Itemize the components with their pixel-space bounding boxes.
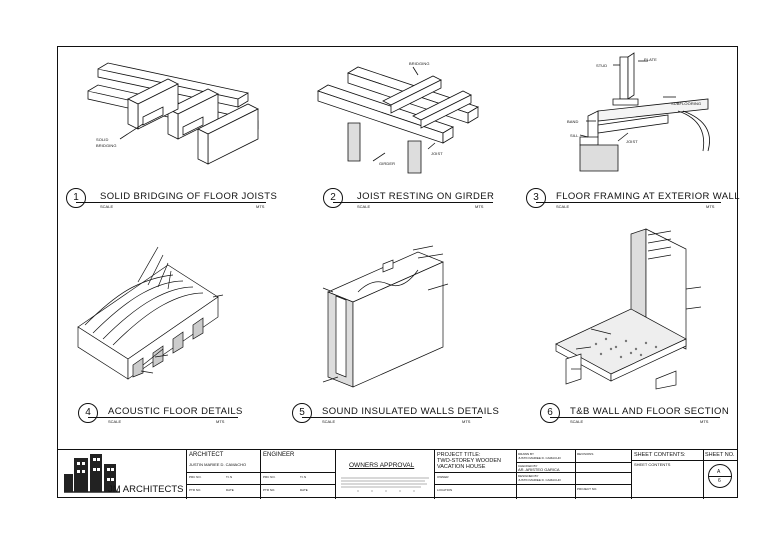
sheet-no-circle: A 6: [708, 464, 732, 488]
architect-label: ARCHITECT: [189, 452, 224, 458]
revisions-label: REVISIONS: [577, 452, 594, 456]
detail-3-number: 3: [526, 188, 546, 208]
detail-3-name: FLOOR FRAMING AT EXTERIOR WALL: [556, 191, 740, 202]
sheet-number: 6: [718, 478, 721, 484]
detail-2-callout-bridging: BRIDGING: [409, 61, 430, 66]
architect-tin-label: T.I.N: [226, 475, 233, 479]
project-title-line-1: TWO-STOREY WOODEN: [437, 458, 501, 464]
owners-approval-fineprint: [341, 476, 429, 494]
detail-2-drawing: BRIDGING JOIST GIRDER: [313, 61, 488, 181]
detail-3-callout-plate: PLATE: [644, 57, 657, 62]
detail-6-scale: SCALE: [570, 419, 584, 424]
owners-approval-heading: OWNERS APPROVAL: [349, 462, 415, 469]
checked-by-label: CHECKED BY: [518, 464, 538, 468]
detail-1-number: 1: [66, 188, 86, 208]
detail-1-callout-solid: SOLID: [96, 137, 109, 142]
detail-3-callout-band: BAND: [567, 119, 579, 124]
sheet-contents-value: SHEET CONTENTS: [634, 462, 671, 467]
sheet-no-label: SHEET NO.: [705, 452, 735, 458]
engineer-tin-label: T.I.N: [300, 475, 307, 479]
sheet-letter: A: [717, 469, 721, 475]
detail-6-number: 6: [540, 403, 560, 423]
detail-3-callout-subflooring: SUBFLOORING: [671, 101, 702, 106]
detail-2-units: MTS: [475, 204, 484, 209]
detail-2-name: JOIST RESTING ON GIRDER: [357, 191, 495, 202]
engineer-ptr-label: PTR NO.: [263, 488, 276, 492]
detail-5-drawing: [298, 242, 463, 392]
drawn-by-label: DRAWN BY: [518, 452, 535, 456]
detail-1-drawing: SOLID BRIDGING: [87, 59, 278, 179]
detail-2-number: 2: [323, 188, 343, 208]
detail-6-name: T&B WALL AND FLOOR SECTION: [570, 406, 730, 417]
location-label: LOCATION: [437, 488, 453, 492]
detail-1-scale: SCALE: [100, 204, 114, 209]
drawn-by-name: JUSTIN MARIEE D. CAMACHO: [518, 456, 561, 460]
detail-3-callout-stud: STUD: [596, 63, 608, 68]
detail-2-callout-girder: GIRDER: [379, 161, 396, 166]
detail-1-units: MTS: [256, 204, 265, 209]
detail-6-drawing: [536, 228, 726, 390]
project-title-line-2: VACATION HOUSE: [437, 464, 486, 470]
detail-3-callout-joist: JOIST: [626, 139, 638, 144]
detail-3-scale: SCALE: [556, 204, 570, 209]
detail-1-name: SOLID BRIDGING OF FLOOR JOISTS: [100, 191, 278, 202]
detail-5-number: 5: [292, 403, 312, 423]
architect-name: JUSTIN MARIEE D. CAMACHO: [189, 462, 247, 467]
sheet-contents-label: SHEET CONTENTS:: [634, 452, 686, 458]
engineer-prc-label: PRC NO.: [263, 475, 276, 479]
firm-logo: [62, 454, 122, 496]
detail-1-callout-bridging: BRIDGING: [96, 143, 117, 148]
detail-5-title: 5 SOUND INSULATED WALLS DETAILS SCALE MT…: [292, 402, 499, 424]
detail-3-units: MTS: [706, 204, 715, 209]
detail-2-scale: SCALE: [357, 204, 371, 209]
detail-5-scale: SCALE: [322, 419, 336, 424]
checked-by-name: AR. ARISTEO GARICA: [518, 467, 560, 472]
firm-name: JM ARCHITECTS: [108, 484, 184, 495]
architect-prc-label: PRC NO.: [189, 475, 202, 479]
detail-4-drawing: [73, 237, 243, 387]
detail-3-callout-sill: SILL: [570, 133, 579, 138]
project-no-label: PROJECT NO.: [577, 487, 598, 491]
drawing-sheet: SOLID BRIDGING BRIDGING JOIST G: [57, 46, 740, 499]
designed-by-name: JUSTIN MARIEE D. CAMACHO: [518, 478, 561, 482]
detail-4-name: ACOUSTIC FLOOR DETAILS: [108, 406, 243, 417]
detail-6-units: MTS: [700, 419, 709, 424]
detail-5-units: MTS: [462, 419, 471, 424]
detail-2-title: 2 JOIST RESTING ON GIRDER SCALE MTS: [323, 187, 495, 209]
designed-by-label: DESIGNED BY: [518, 474, 539, 478]
detail-2-callout-joist: JOIST: [431, 151, 443, 156]
detail-3-drawing: STUD PLATE SUBFLOORING BAND SILL JOIST: [558, 51, 718, 176]
detail-1-title: 1 SOLID BRIDGING OF FLOOR JOISTS SCALE M…: [66, 187, 277, 209]
owner-label: OWNER: [437, 475, 449, 479]
detail-4-units: MTS: [216, 419, 225, 424]
architect-ptr-label: PTR NO.: [189, 488, 202, 492]
detail-4-scale: SCALE: [108, 419, 122, 424]
engineer-date-label: DATE: [300, 488, 308, 492]
detail-3-title: 3 FLOOR FRAMING AT EXTERIOR WALL SCALE M…: [526, 187, 740, 209]
project-title-label: PROJECT TITLE:: [437, 452, 481, 458]
detail-4-number: 4: [78, 403, 98, 423]
detail-5-name: SOUND INSULATED WALLS DETAILS: [322, 406, 500, 417]
engineer-label: ENGINEER: [263, 452, 295, 458]
architect-date-label: DATE: [226, 488, 234, 492]
detail-6-title: 6 T&B WALL AND FLOOR SECTION SCALE MTS: [540, 402, 729, 424]
detail-4-title: 4 ACOUSTIC FLOOR DETAILS SCALE MTS: [78, 402, 242, 424]
title-block: JM ARCHITECTS ARCHITECT JUSTIN MARIEE D.…: [58, 449, 737, 499]
